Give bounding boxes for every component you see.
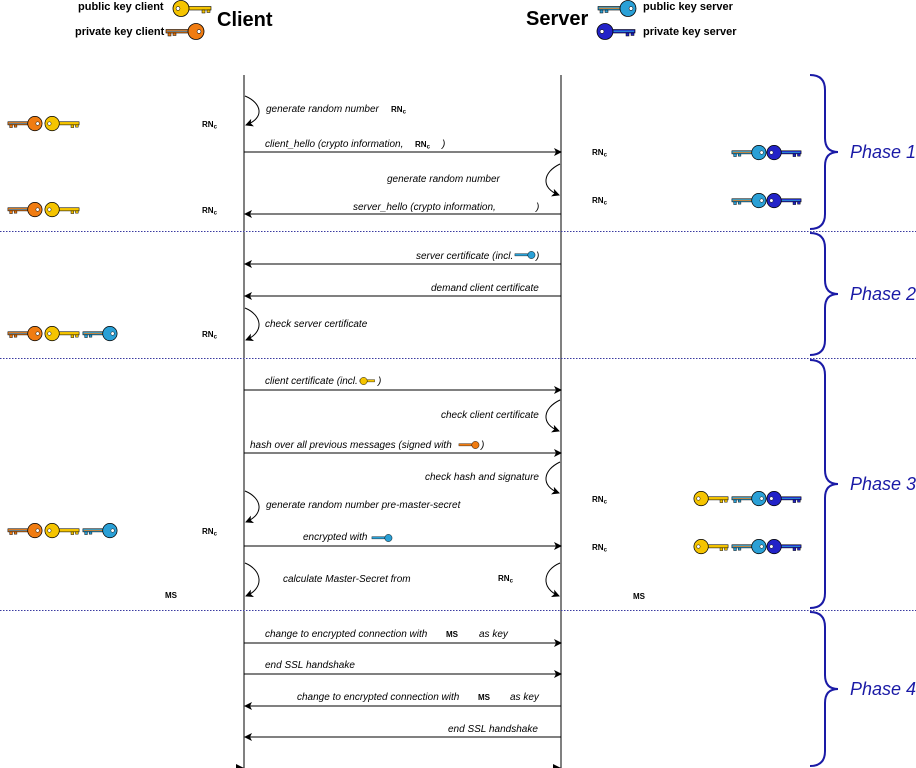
private-key-client-icon: [7, 325, 43, 342]
rnc-label: RNc: [391, 105, 407, 116]
msg-check-hash-signature: check hash and signature: [425, 472, 539, 483]
public-key-client-icon: [44, 201, 80, 218]
public-key-client-icon: [44, 115, 80, 132]
private-key-client-icon: [458, 441, 480, 449]
ms-label: MS: [165, 591, 178, 600]
public-key-server-icon: [371, 534, 393, 542]
rnc-label: RNc: [592, 543, 608, 554]
public-key-client-icon: [44, 325, 80, 342]
rnc-label: RNc: [415, 140, 431, 151]
rnc-label: RNc: [592, 196, 608, 207]
msg-server-hello: server_hello (crypto information,: [353, 202, 496, 213]
private-key-client-icon: [7, 522, 43, 539]
legend-private-key-server-label: private key server: [643, 26, 737, 38]
server-title: Server: [526, 8, 589, 30]
rnc-label: RNc: [202, 330, 218, 341]
ms-label: MS: [633, 592, 646, 601]
legend-public-key-server-label: public key server: [643, 1, 733, 13]
msg-close-paren: ): [480, 440, 484, 451]
public-key-server-icon: [731, 490, 767, 507]
rnc-label: RNc: [592, 148, 608, 159]
self-arrow: [545, 399, 561, 433]
msg-calculate-master-secret: calculate Master-Secret from: [283, 574, 411, 585]
phase-3-brace: [809, 359, 839, 609]
client-title: Client: [217, 9, 273, 31]
public-key-server-icon: [82, 325, 118, 342]
msg-server-certificate: server certificate (incl.: [416, 251, 513, 262]
msg-check-client-certificate: check client certificate: [441, 410, 539, 421]
public-key-server-icon: [82, 522, 118, 539]
public-key-server-icon: [514, 251, 536, 259]
msg-as-key: as key: [510, 692, 540, 703]
msg-generate-random-number-server: generate random number: [387, 174, 501, 185]
msg-hash-previous-messages: hash over all previous messages (signed …: [250, 440, 452, 451]
private-key-client-icon: [7, 201, 43, 218]
msg-client-hello: client_hello (crypto information,: [265, 139, 403, 150]
rnc-label: RNc: [202, 527, 218, 538]
msg-as-key: as key: [479, 629, 509, 640]
private-key-client-icon: [7, 115, 43, 132]
msg-close-paren: ): [441, 139, 445, 150]
msg-demand-client-certificate: demand client certificate: [431, 283, 539, 294]
public-key-client-icon: [359, 377, 375, 385]
self-arrow: [244, 490, 260, 523]
msg-check-server-certificate: check server certificate: [265, 319, 368, 330]
public-key-server-icon: [597, 0, 637, 17]
public-key-server-icon: [731, 144, 767, 161]
msg-client-certificate: client certificate (incl.: [265, 376, 358, 387]
phase-3-label: Phase 3: [850, 474, 916, 494]
private-key-client-icon: [165, 23, 205, 40]
msg-close-paren: ): [535, 202, 539, 213]
phase-4-brace: [809, 611, 839, 767]
msg-generate-random-number-client: generate random number: [266, 104, 380, 115]
private-key-server-icon: [766, 144, 802, 161]
ms-label: MS: [446, 630, 459, 639]
rnc-label: RNc: [498, 574, 514, 585]
private-key-server-icon: [766, 490, 802, 507]
public-key-client-icon: [693, 490, 729, 507]
msg-close-paren: ): [377, 376, 381, 387]
self-arrow: [545, 461, 561, 495]
public-key-client-icon: [693, 538, 729, 555]
msg-change-encrypted-connection: change to encrypted connection with: [265, 629, 428, 640]
ms-label: MS: [478, 693, 491, 702]
msg-encrypted-with: encrypted with: [303, 532, 368, 543]
phase-4-label: Phase 4: [850, 679, 916, 699]
legend-public-key-client-label: public key client: [78, 1, 164, 13]
private-key-server-icon: [766, 538, 802, 555]
legend-private-key-client-label: private key client: [75, 26, 165, 38]
msg-end-ssl-handshake: end SSL handshake: [265, 660, 355, 671]
public-key-server-icon: [731, 192, 767, 209]
msg-change-encrypted-connection: change to encrypted connection with: [297, 692, 460, 703]
phase-2-brace: [809, 232, 839, 356]
self-arrow: [244, 95, 260, 127]
public-key-server-icon: [731, 538, 767, 555]
private-key-server-icon: [766, 192, 802, 209]
phase-1-brace: [809, 74, 839, 230]
self-arrow: [545, 163, 561, 197]
msg-generate-pre-master-secret: generate random number pre-master-secret: [266, 500, 462, 511]
public-key-client-icon: [44, 522, 80, 539]
rnc-label: RNc: [202, 206, 218, 217]
msg-end-ssl-handshake: end SSL handshake: [448, 724, 538, 735]
self-arrow: [545, 562, 561, 597]
private-key-server-icon: [596, 23, 636, 40]
self-arrow: [244, 562, 260, 597]
self-arrow: [244, 307, 260, 341]
rnc-label: RNc: [592, 495, 608, 506]
public-key-client-icon: [172, 0, 212, 17]
phase-1-label: Phase 1: [850, 142, 916, 162]
phase-2-label: Phase 2: [850, 284, 916, 304]
msg-close-paren: ): [535, 251, 539, 262]
rnc-label: RNc: [202, 120, 218, 131]
